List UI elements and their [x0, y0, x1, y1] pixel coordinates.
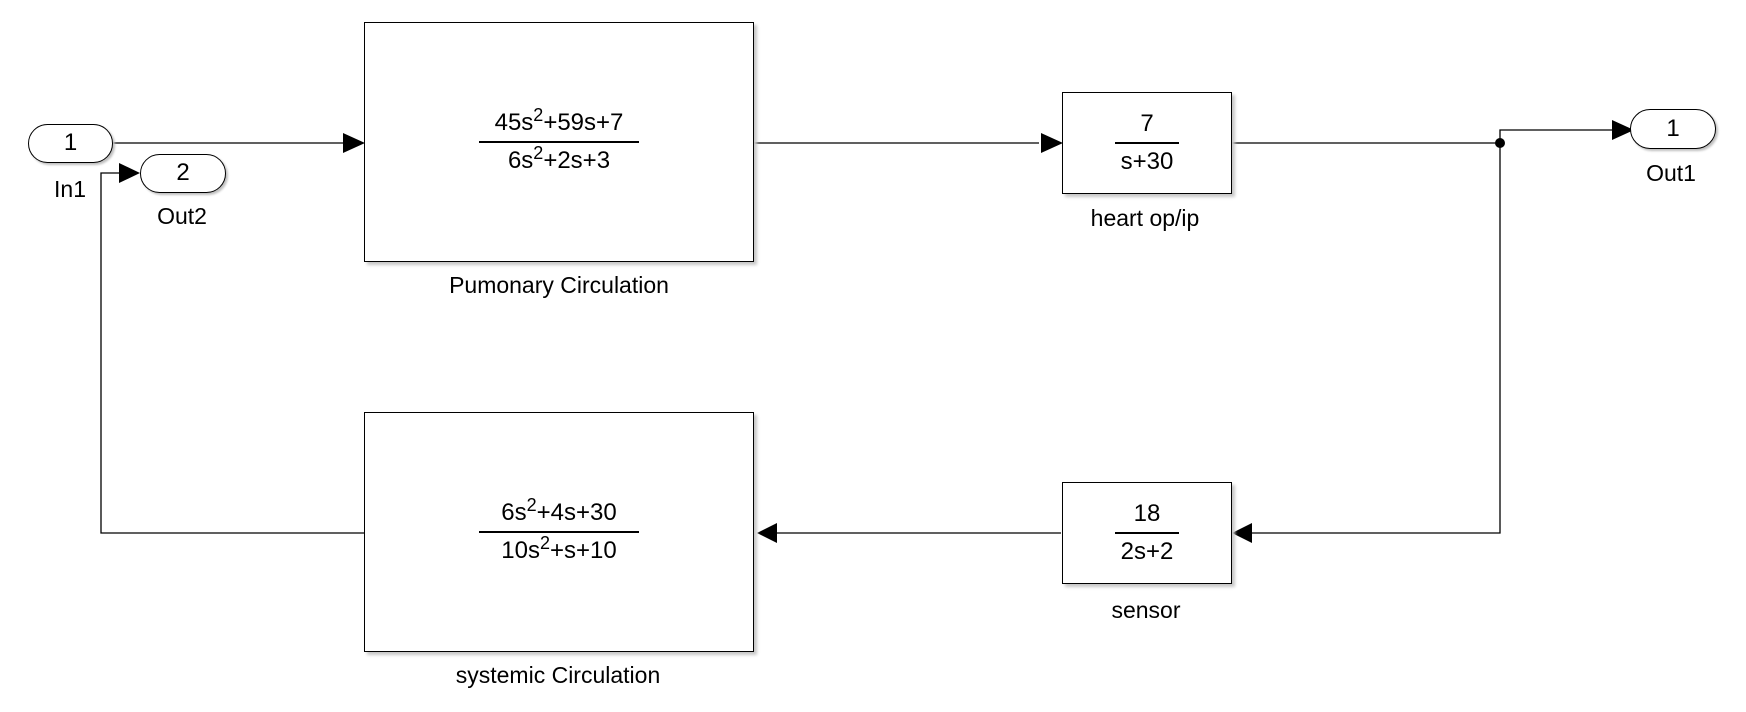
sensor-block-label: sensor	[1111, 597, 1181, 623]
pulmonary-circulation-label: Pumonary Circulation	[449, 272, 669, 298]
arrowhead-pulmonary-input	[343, 133, 365, 153]
sensor-block[interactable]: 18 2s+2	[1062, 482, 1232, 584]
arrowhead-heart-input	[1041, 133, 1063, 153]
heart-numerator: 7	[1140, 110, 1154, 137]
systemic-numerator-rest: +4s+30	[536, 499, 617, 526]
systemic-circulation-label: systemic Circulation	[455, 662, 661, 688]
outport-out1-label: Out1	[1646, 160, 1696, 186]
arrowhead-systemic-input	[757, 523, 777, 543]
pulmonary-denominator-rest: +2s+3	[543, 147, 611, 174]
signal-branch-to-out1	[1499, 129, 1614, 143]
outport-out2-number: 2	[176, 159, 190, 186]
inport-in1-number: 1	[63, 129, 78, 156]
outport-out2[interactable]: 2	[140, 154, 226, 193]
outport-out2-label: Out2	[157, 203, 207, 229]
systemic-numerator: 6s2+4s+30	[365, 495, 753, 528]
systemic-denominator: 10s2+s+10	[365, 533, 753, 566]
sensor-denominator: 2s+2	[1120, 538, 1174, 565]
pulmonary-circulation-block[interactable]: 45s2+59s+7 6s2+2s+3	[364, 22, 754, 262]
pulmonary-denominator-exponent: 2	[533, 143, 544, 163]
pulmonary-fraction-bar	[479, 141, 639, 143]
systemic-fraction-bar	[479, 531, 639, 533]
heart-fraction-bar	[1115, 142, 1179, 144]
sensor-transfer-function: 18 2s+2	[1063, 499, 1231, 567]
sensor-numerator: 18	[1133, 500, 1161, 527]
systemic-transfer-function: 6s2+4s+30 10s2+s+10	[365, 495, 753, 566]
pulmonary-numerator-exponent: 2	[533, 105, 544, 125]
signal-branch-to-sensor	[1250, 143, 1501, 534]
heart-transfer-function: 7 s+30	[1063, 109, 1231, 177]
pulmonary-denominator-term: 6s	[507, 147, 534, 174]
pulmonary-denominator: 6s2+2s+3	[365, 143, 753, 176]
heart-denominator: s+30	[1120, 148, 1174, 175]
branch-point-dot	[1495, 138, 1505, 148]
systemic-denominator-term: 10s	[501, 537, 540, 564]
heart-block-label: heart op/ip	[1090, 205, 1200, 231]
pulmonary-numerator-rest: +59s+7	[543, 109, 624, 136]
systemic-denominator-rest: +s+10	[549, 537, 617, 564]
pulmonary-numerator-term: 45s	[494, 109, 534, 136]
sensor-fraction-bar	[1115, 532, 1179, 534]
pulmonary-numerator: 45s2+59s+7	[365, 105, 753, 138]
signal-systemic-to-out2	[100, 172, 365, 534]
outport-out1-number: 1	[1666, 115, 1680, 142]
inport-in1-label: In1	[54, 176, 86, 202]
inport-in1[interactable]: 1	[28, 124, 113, 163]
outport-out1[interactable]: 1	[1630, 109, 1716, 149]
arrowhead-out2-input	[119, 163, 140, 183]
systemic-circulation-block[interactable]: 6s2+4s+30 10s2+s+10	[364, 412, 754, 652]
pulmonary-transfer-function: 45s2+59s+7 6s2+2s+3	[365, 105, 753, 176]
systemic-denominator-exponent: 2	[539, 533, 550, 553]
systemic-numerator-exponent: 2	[526, 495, 537, 515]
arrowhead-out1-input	[1612, 120, 1634, 140]
heart-block[interactable]: 7 s+30	[1062, 92, 1232, 194]
systemic-numerator-term: 6s	[501, 499, 527, 526]
arrowhead-sensor-input	[1232, 523, 1252, 543]
